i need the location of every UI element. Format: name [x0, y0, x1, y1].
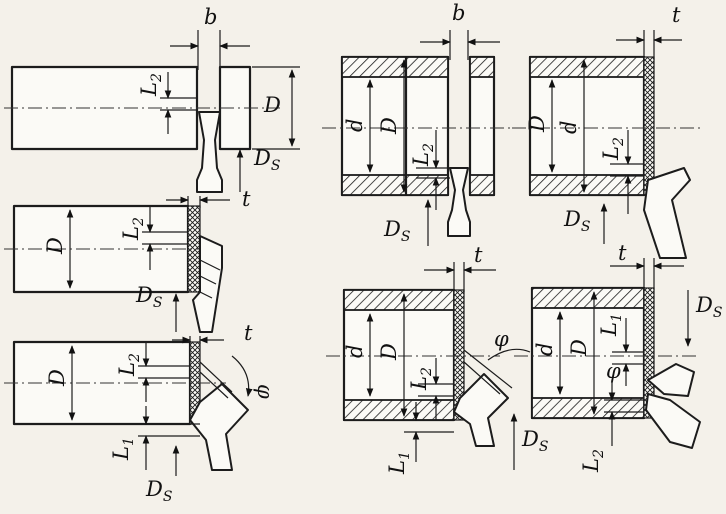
upper-tool — [647, 363, 695, 397]
cut-layer — [643, 287, 655, 419]
angled-tool — [453, 373, 509, 447]
label-L1: L1 — [385, 451, 413, 475]
label-D: D — [45, 369, 69, 387]
label-d: d — [533, 343, 557, 356]
label-L1: L1 — [109, 437, 137, 461]
label-L1: L1 — [597, 313, 625, 337]
panel-double-facing-tube: t d D L1 φ L2 DS — [514, 241, 722, 473]
label-t: t — [474, 243, 483, 267]
label-phi: φ — [253, 384, 277, 399]
label-b: b — [452, 1, 465, 25]
facing-tool — [643, 167, 691, 259]
panel-facing-tube: t D d L2 DS — [512, 3, 700, 259]
panel-angled-facing-tube: t φ d D L2 L1 DS — [326, 243, 548, 475]
label-d: d — [343, 345, 367, 358]
label-Ds: DS — [521, 427, 548, 455]
label-Ds: DS — [145, 477, 172, 505]
label-Ds: DS — [695, 293, 722, 321]
label-Ds: DS — [253, 146, 280, 174]
label-phi: φ — [606, 359, 621, 383]
panel-angled-facing-bar: t φ D L2 L1 DS — [4, 321, 277, 505]
label-L2: L2 — [137, 73, 165, 97]
angled-tool — [189, 383, 249, 471]
label-Ds: DS — [383, 217, 410, 245]
label-L2: L2 — [579, 449, 607, 473]
label-Ds: DS — [135, 283, 162, 311]
tube-wall-top — [343, 289, 455, 311]
cut-layer — [453, 289, 465, 421]
parting-tool — [196, 111, 223, 193]
label-d: d — [343, 119, 367, 132]
label-t: t — [244, 321, 253, 345]
panel-parting-off-tube: b d D L2 DS — [322, 1, 512, 246]
label-D: D — [377, 117, 401, 135]
label-L2: L2 — [407, 367, 435, 391]
panel-parting-off-bar: b D L2 DS — [4, 5, 300, 193]
cut-layer — [643, 56, 655, 196]
label-L2: L2 — [409, 143, 437, 167]
label-Ds: DS — [563, 207, 590, 235]
label-phi: φ — [494, 327, 509, 351]
label-t: t — [672, 3, 681, 27]
parting-tool — [447, 167, 471, 237]
tube-wall-top — [529, 56, 645, 78]
label-D: D — [263, 93, 281, 117]
tube-wall-bottom — [531, 397, 645, 419]
tube-wall-bottom — [529, 174, 645, 196]
label-D: D — [525, 115, 549, 133]
label-D: D — [43, 237, 67, 255]
tube-wall-bottom — [343, 399, 455, 421]
label-L2: L2 — [119, 217, 147, 241]
label-b: b — [204, 5, 217, 29]
tube-wall-top — [531, 287, 645, 309]
tube-wall-bottom — [341, 174, 449, 196]
label-d: d — [557, 121, 581, 134]
lower-tool — [645, 393, 701, 449]
label-L2: L2 — [115, 353, 143, 377]
tube-wall-top — [341, 56, 449, 78]
label-D: D — [377, 343, 401, 361]
label-t: t — [618, 241, 627, 265]
label-D: D — [567, 339, 591, 357]
label-L2: L2 — [599, 137, 627, 161]
label-t: t — [242, 187, 251, 211]
panel-facing-bar: t D L2 DS — [4, 187, 251, 333]
